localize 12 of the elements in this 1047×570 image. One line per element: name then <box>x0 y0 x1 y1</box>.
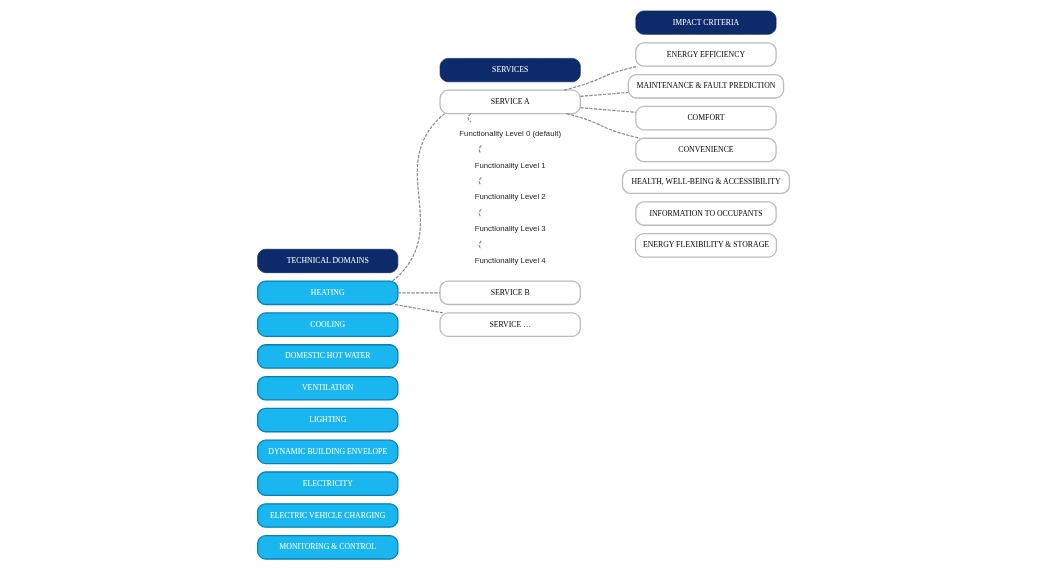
connector <box>565 113 641 139</box>
connector <box>394 303 444 314</box>
connector <box>397 292 441 294</box>
connector <box>478 176 482 186</box>
connector <box>467 113 472 123</box>
connector <box>478 208 482 218</box>
connector <box>579 91 629 97</box>
connector <box>478 144 482 155</box>
connector <box>478 240 482 250</box>
connector <box>391 113 446 282</box>
connector <box>563 65 639 91</box>
connector <box>579 107 637 113</box>
